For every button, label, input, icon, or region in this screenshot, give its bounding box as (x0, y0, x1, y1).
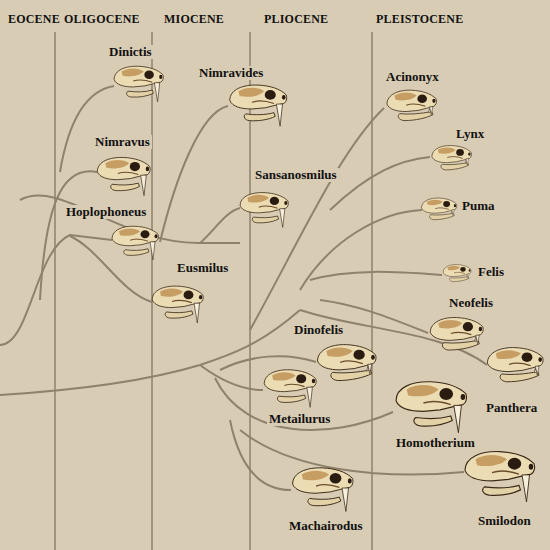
tree-branch (160, 106, 228, 242)
skull-figure (432, 146, 472, 170)
skull-figure (230, 85, 287, 126)
genus-label: Neofelis (447, 296, 495, 310)
tree-branch (0, 235, 112, 345)
tree-branch (200, 365, 263, 390)
genus-label: Nimravides (197, 66, 265, 80)
skull-figure (396, 382, 467, 433)
tree-branch (230, 420, 291, 490)
genus-label: Acinonyx (384, 70, 441, 84)
tree-branches (0, 86, 487, 490)
skull-figure (487, 348, 543, 382)
tree-branch (60, 86, 114, 172)
genus-label: Eusmilus (175, 261, 230, 275)
genus-label: Puma (460, 199, 497, 213)
genus-label: Nimravus (93, 135, 152, 149)
genus-label: Lynx (454, 127, 486, 141)
skull-figure (264, 370, 316, 408)
genus-label: Dinictis (107, 45, 154, 59)
tree-branch (70, 236, 152, 302)
skull-figure (240, 193, 288, 228)
epoch-divider (54, 32, 56, 550)
genus-label: Panthera (484, 401, 539, 415)
genus-label: Homotherium (394, 436, 477, 450)
skull-figure (465, 452, 535, 502)
skull-figure (422, 198, 457, 220)
skull-figure (114, 66, 163, 102)
epoch-dividers (55, 32, 372, 550)
genus-label: Felis (476, 265, 506, 279)
genus-label: Hoplophoneus (64, 205, 148, 219)
epoch-label: OLIGOCENE (62, 13, 142, 26)
tree-branch (200, 208, 240, 243)
skull-figure (293, 468, 353, 512)
skulls (97, 66, 543, 511)
epoch-divider (151, 32, 153, 550)
genus-label: Smilodon (476, 514, 533, 528)
genus-label: Dinofelis (292, 323, 345, 337)
skull-figure (430, 318, 483, 351)
epoch-divider (249, 32, 251, 550)
epoch-label: PLEISTOCENE (374, 13, 465, 26)
tree-branch (40, 171, 97, 300)
tree-branch (330, 157, 430, 210)
tree-branch (220, 356, 316, 370)
epoch-label: EOCENE (6, 13, 62, 26)
skull-figure (318, 345, 376, 381)
genus-label: Machairodus (287, 519, 364, 533)
genus-label: Metailurus (267, 412, 332, 426)
epoch-label: MIOCENE (162, 13, 226, 26)
skull-figure (387, 90, 436, 120)
skull-figure (152, 286, 203, 323)
skull-figure (112, 226, 158, 260)
skull-figure (97, 157, 150, 195)
tree-branch (310, 272, 442, 280)
epoch-label: PLIOCENE (262, 13, 330, 26)
skull-figure (443, 265, 471, 282)
genus-label: Sansanosmilus (253, 168, 339, 182)
